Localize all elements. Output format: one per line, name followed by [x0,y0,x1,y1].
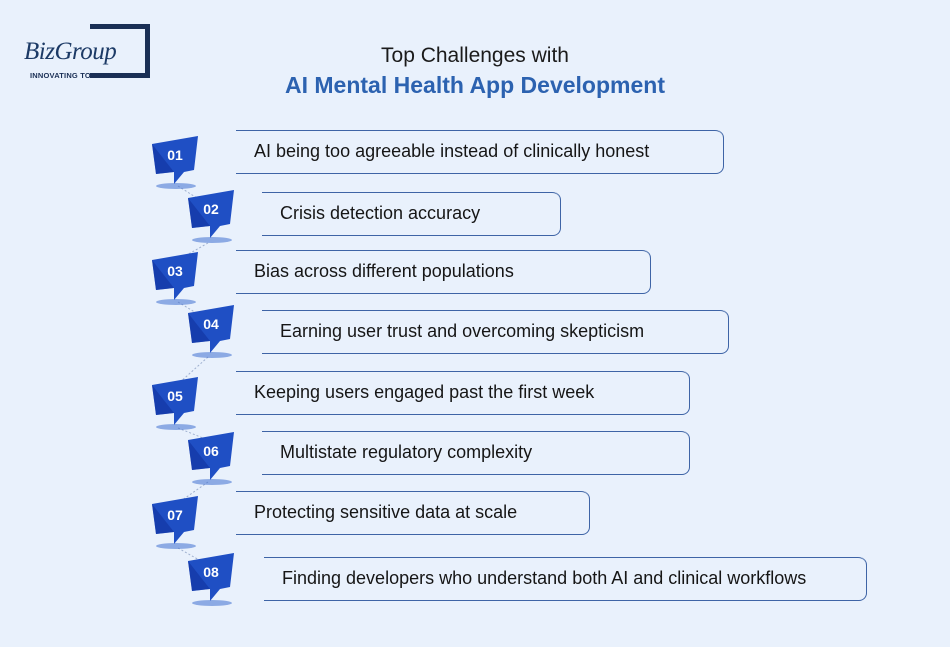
challenge-item: Bias across different populations [236,250,651,294]
step-badge-04: 04 [186,303,238,361]
challenge-item: Keeping users engaged past the first wee… [236,371,690,415]
badge-number: 05 [167,388,183,404]
challenge-text: Finding developers who understand both A… [282,568,807,588]
challenge-text: Multistate regulatory complexity [280,442,533,462]
step-badge-08: 08 [186,551,238,609]
badge-number: 04 [203,316,219,332]
badge-shape-icon [188,553,234,606]
step-badge-03: 03 [150,250,202,308]
badge-shape-icon [152,252,198,305]
challenge-item: Protecting sensitive data at scale [236,491,590,535]
badge-shape-icon [152,377,198,430]
step-badge-05: 05 [150,375,202,433]
challenge-item: Multistate regulatory complexity [262,431,690,475]
badge-number: 02 [203,201,219,217]
badge-shape-icon [152,496,198,549]
challenge-text: Keeping users engaged past the first wee… [254,382,595,402]
challenge-item: Finding developers who understand both A… [264,557,867,601]
logo-frame [90,24,150,78]
badge-number: 01 [167,147,183,163]
logo-tagline: INNOVATING TOGETHER [30,71,124,80]
badge-number: 03 [167,263,183,279]
step-badge-07: 07 [150,494,202,552]
step-badge-06: 06 [186,430,238,488]
logo-wordmark: BizGroup [24,38,119,66]
page-title-line-1: Top Challenges with [381,44,569,67]
step-badge-01: 01 [150,134,202,192]
step-badge-02: 02 [186,188,238,246]
badge-shape-icon [188,432,234,485]
badge-shape-icon [188,305,234,358]
challenge-text: Earning user trust and overcoming skepti… [280,321,645,341]
challenge-text: Protecting sensitive data at scale [254,502,518,522]
challenge-item: AI being too agreeable instead of clinic… [236,130,724,174]
badge-shape-icon [188,190,234,243]
challenge-item: Crisis detection accuracy [262,192,561,236]
challenge-text: Bias across different populations [254,261,514,281]
badge-number: 07 [167,507,183,523]
bizgroup-logo: BizGroup INNOVATING TOGETHER [22,24,162,86]
badge-shape-icon [152,136,198,189]
page-title-line-2: AI Mental Health App Development [285,72,665,98]
challenge-text: AI being too agreeable instead of clinic… [254,141,650,161]
challenge-text: Crisis detection accuracy [280,203,481,223]
badge-number: 08 [203,564,219,580]
badge-number: 06 [203,443,219,459]
challenge-item: Earning user trust and overcoming skepti… [262,310,729,354]
